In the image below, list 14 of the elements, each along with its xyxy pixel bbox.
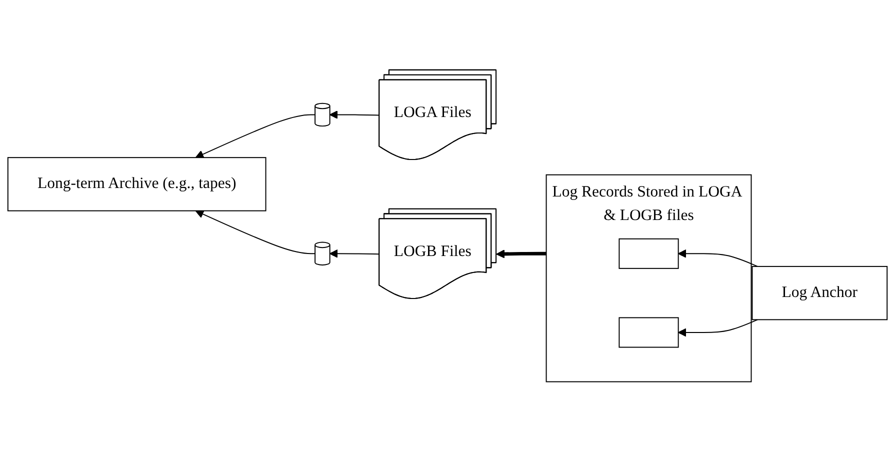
arrow xyxy=(496,250,548,258)
node-box xyxy=(618,238,679,270)
node-cylinder xyxy=(314,103,330,127)
arrow xyxy=(678,319,758,337)
arrow xyxy=(195,114,316,158)
arrow xyxy=(195,210,316,254)
arrow xyxy=(329,250,380,258)
cluster: Log Records Stored in LOGA & LOGB files xyxy=(546,174,752,382)
node-box xyxy=(618,317,679,348)
arrow xyxy=(678,250,758,268)
arrow xyxy=(329,110,380,120)
node-box: Log Anchor xyxy=(752,266,888,320)
node-cylinder xyxy=(314,242,330,266)
node-box: Long-term Archive (e.g., tapes) xyxy=(7,157,266,212)
